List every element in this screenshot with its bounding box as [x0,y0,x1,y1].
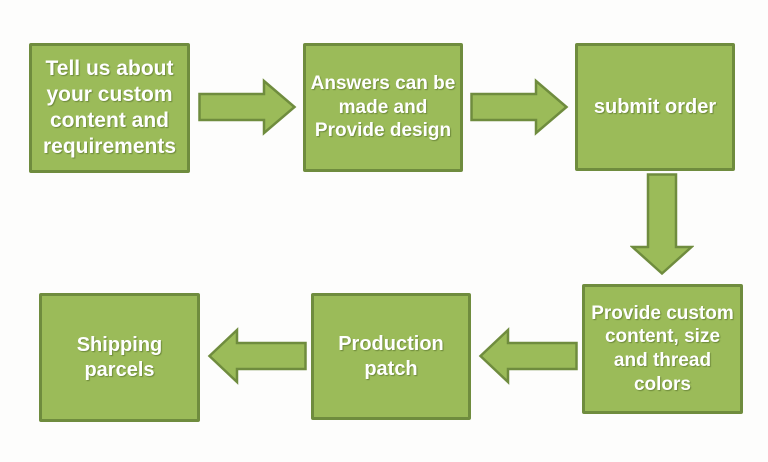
arrow-left-step4-to-step5-icon [478,327,578,385]
arrow-left-step5-to-step6-icon [207,327,307,385]
step-label: Shipping parcels [76,333,163,381]
step-label: Tell us about your custom content and re… [42,56,177,159]
step-label: Provide custom content, size and thread … [591,302,734,395]
step-tell-us-requirements: Tell us about your custom content and re… [29,43,190,173]
step-label: Answers can be made and Provide design [310,72,456,142]
arrow-right-step1-to-step2-icon [198,78,297,136]
step-shipping-parcels: Shipping parcels [39,293,200,422]
step-submit-order: submit order [575,43,735,171]
step-answers-provide-design: Answers can be made and Provide design [303,43,463,172]
step-provide-custom-details: Provide custom content, size and thread … [582,284,743,414]
step-label: submit order [593,95,717,118]
step-label: Production patch [338,332,444,380]
arrow-down-step3-to-step4-icon [630,173,694,276]
step-production-patch: Production patch [311,293,471,420]
arrow-right-step2-to-step3-icon [470,78,569,136]
